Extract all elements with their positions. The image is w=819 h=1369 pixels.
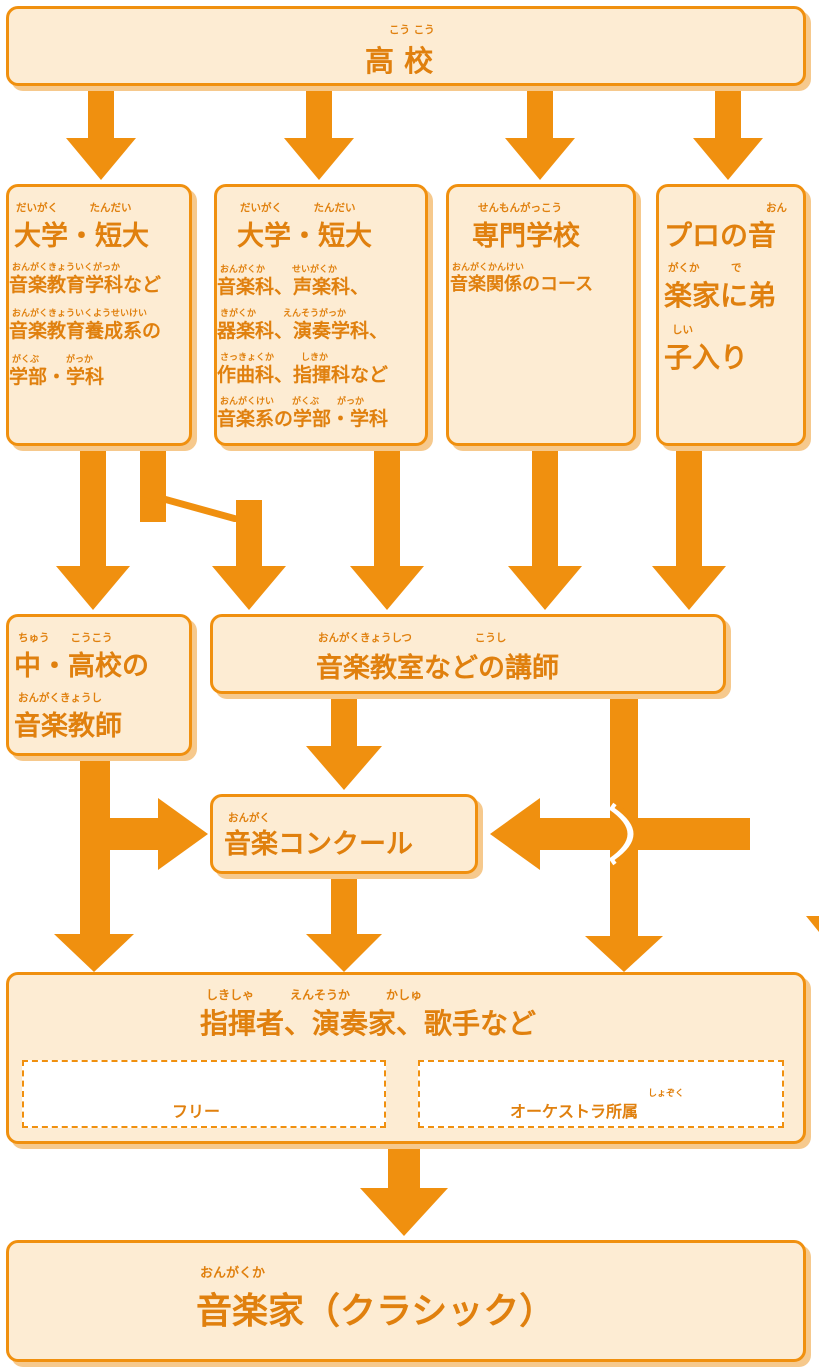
arrow-right-to-contest: [490, 798, 750, 870]
arrow-col2-to-instructor: [350, 444, 424, 610]
university-2-ruby: だいがく たんだい: [240, 202, 356, 214]
music-contest-ruby: おんがく: [228, 812, 270, 824]
music-school-instructor-box: [210, 614, 726, 694]
arrow-instructor-to-contest: [306, 694, 382, 790]
arrow-top-to-col4: [693, 84, 763, 180]
music-school-instructor-title: 音楽教室などの講師: [316, 653, 559, 684]
university-2-line4-ruby: おんがくけい がくぶ がっか: [220, 397, 365, 407]
arrow-top-to-col1: [66, 84, 136, 180]
music-contest-title: 音楽コンクール: [224, 829, 413, 860]
apprentice-line2-ruby: がくか で: [668, 262, 742, 274]
school-teacher-line2: 音楽教師: [14, 711, 122, 742]
university-2-line3-ruby: さっきょくか しきか: [220, 353, 329, 363]
arrow-col1-to-instructor: [140, 444, 286, 610]
university-1-line1-ruby: おんがくきょういくがっか: [12, 263, 121, 273]
university-2-line1: 音楽科、声楽科、: [217, 276, 370, 298]
orchestra-ruby: しょぞく: [648, 1089, 685, 1099]
performers-title: 指揮者、演奏家、歌手など: [200, 1007, 537, 1040]
arrow-teacher-to-contest: [104, 798, 208, 870]
arrow-top-to-col2: [284, 84, 354, 180]
university-2-line2-ruby: きがくか えんそうがっか: [220, 309, 347, 319]
arrow-top-to-col3: [505, 84, 575, 180]
vocational-school-title: 専門学校: [472, 221, 580, 252]
high-school-title: 高 校: [365, 44, 434, 78]
university-1-ruby: だいがく たんだい: [16, 202, 132, 214]
apprentice-line3-ruby: しい: [672, 324, 693, 336]
apprentice-line1-ruby: おん: [766, 202, 787, 214]
university-1-title: 大学・短大: [14, 221, 149, 252]
classical-musician-title: 音楽家（クラシック）: [196, 1291, 556, 1332]
school-teacher-line1-ruby: ちゅう こうこう: [18, 632, 113, 644]
university-box-1: [6, 184, 192, 446]
arrow-contest-to-performers: [306, 874, 382, 972]
freelance-box: [22, 1060, 386, 1128]
apprentice-line3: 子入り: [664, 341, 749, 374]
performers-ruby: しきしゃ えんそうか かしゅ: [206, 988, 423, 1002]
classical-musician-box: [6, 1240, 806, 1362]
classical-musician-ruby: おんがくか: [200, 1266, 266, 1281]
apprentice-box: [656, 184, 806, 446]
apprentice-line2: 楽家に弟: [664, 279, 777, 312]
vocational-school-line1-ruby: おんがくかんけい: [452, 263, 525, 273]
music-contest-box: [210, 794, 478, 874]
university-2-line4: 音楽系の学部・学科: [217, 408, 389, 430]
university-2-title: 大学・短大: [237, 221, 372, 252]
arrow-col4-to-instructor: [652, 444, 726, 610]
university-2-line3: 作曲科、指揮科など: [217, 364, 389, 386]
university-1-line1: 音楽教育学科など: [9, 274, 162, 296]
arrow-performers-to-result: [360, 1142, 448, 1236]
vocational-school-box: [446, 184, 636, 446]
apprentice-line1: プロの音: [664, 219, 777, 252]
school-teacher-line2-ruby: おんがくきょうし: [18, 692, 102, 704]
university-1-line3: 学部・学科: [9, 366, 105, 388]
university-box-2: [214, 184, 428, 446]
freelance-label: フリー: [172, 1102, 221, 1121]
university-1-line2: 音楽教育養成系の: [9, 320, 162, 342]
university-2-line2: 器楽科、演奏学科、: [217, 320, 389, 342]
arrow-col1-to-teacher: [56, 444, 130, 610]
vocational-school-line1: 音楽関係のコース: [450, 274, 594, 295]
university-1-line2-ruby: おんがくきょういくようせいけい: [12, 309, 148, 319]
orchestra-label: オーケストラ所属: [510, 1102, 639, 1121]
school-teacher-box: [6, 614, 192, 756]
school-teacher-line1: 中・高校の: [14, 651, 149, 682]
edge-marker: [806, 916, 819, 932]
music-school-instructor-ruby: おんがくきょうしつ こうし: [318, 632, 507, 644]
arrow-teacher-to-performers: [54, 756, 134, 972]
high-school-box: [6, 6, 806, 86]
high-school-ruby: こう こう: [389, 24, 435, 36]
university-1-line3-ruby: がくぶ がっか: [12, 355, 94, 365]
orchestra-box: [418, 1060, 784, 1128]
arrow-col3-to-instructor: [508, 444, 582, 610]
university-2-line1-ruby: おんがくか せいがくか: [220, 265, 338, 275]
vocational-school-ruby: せんもんがっこう: [478, 202, 562, 214]
